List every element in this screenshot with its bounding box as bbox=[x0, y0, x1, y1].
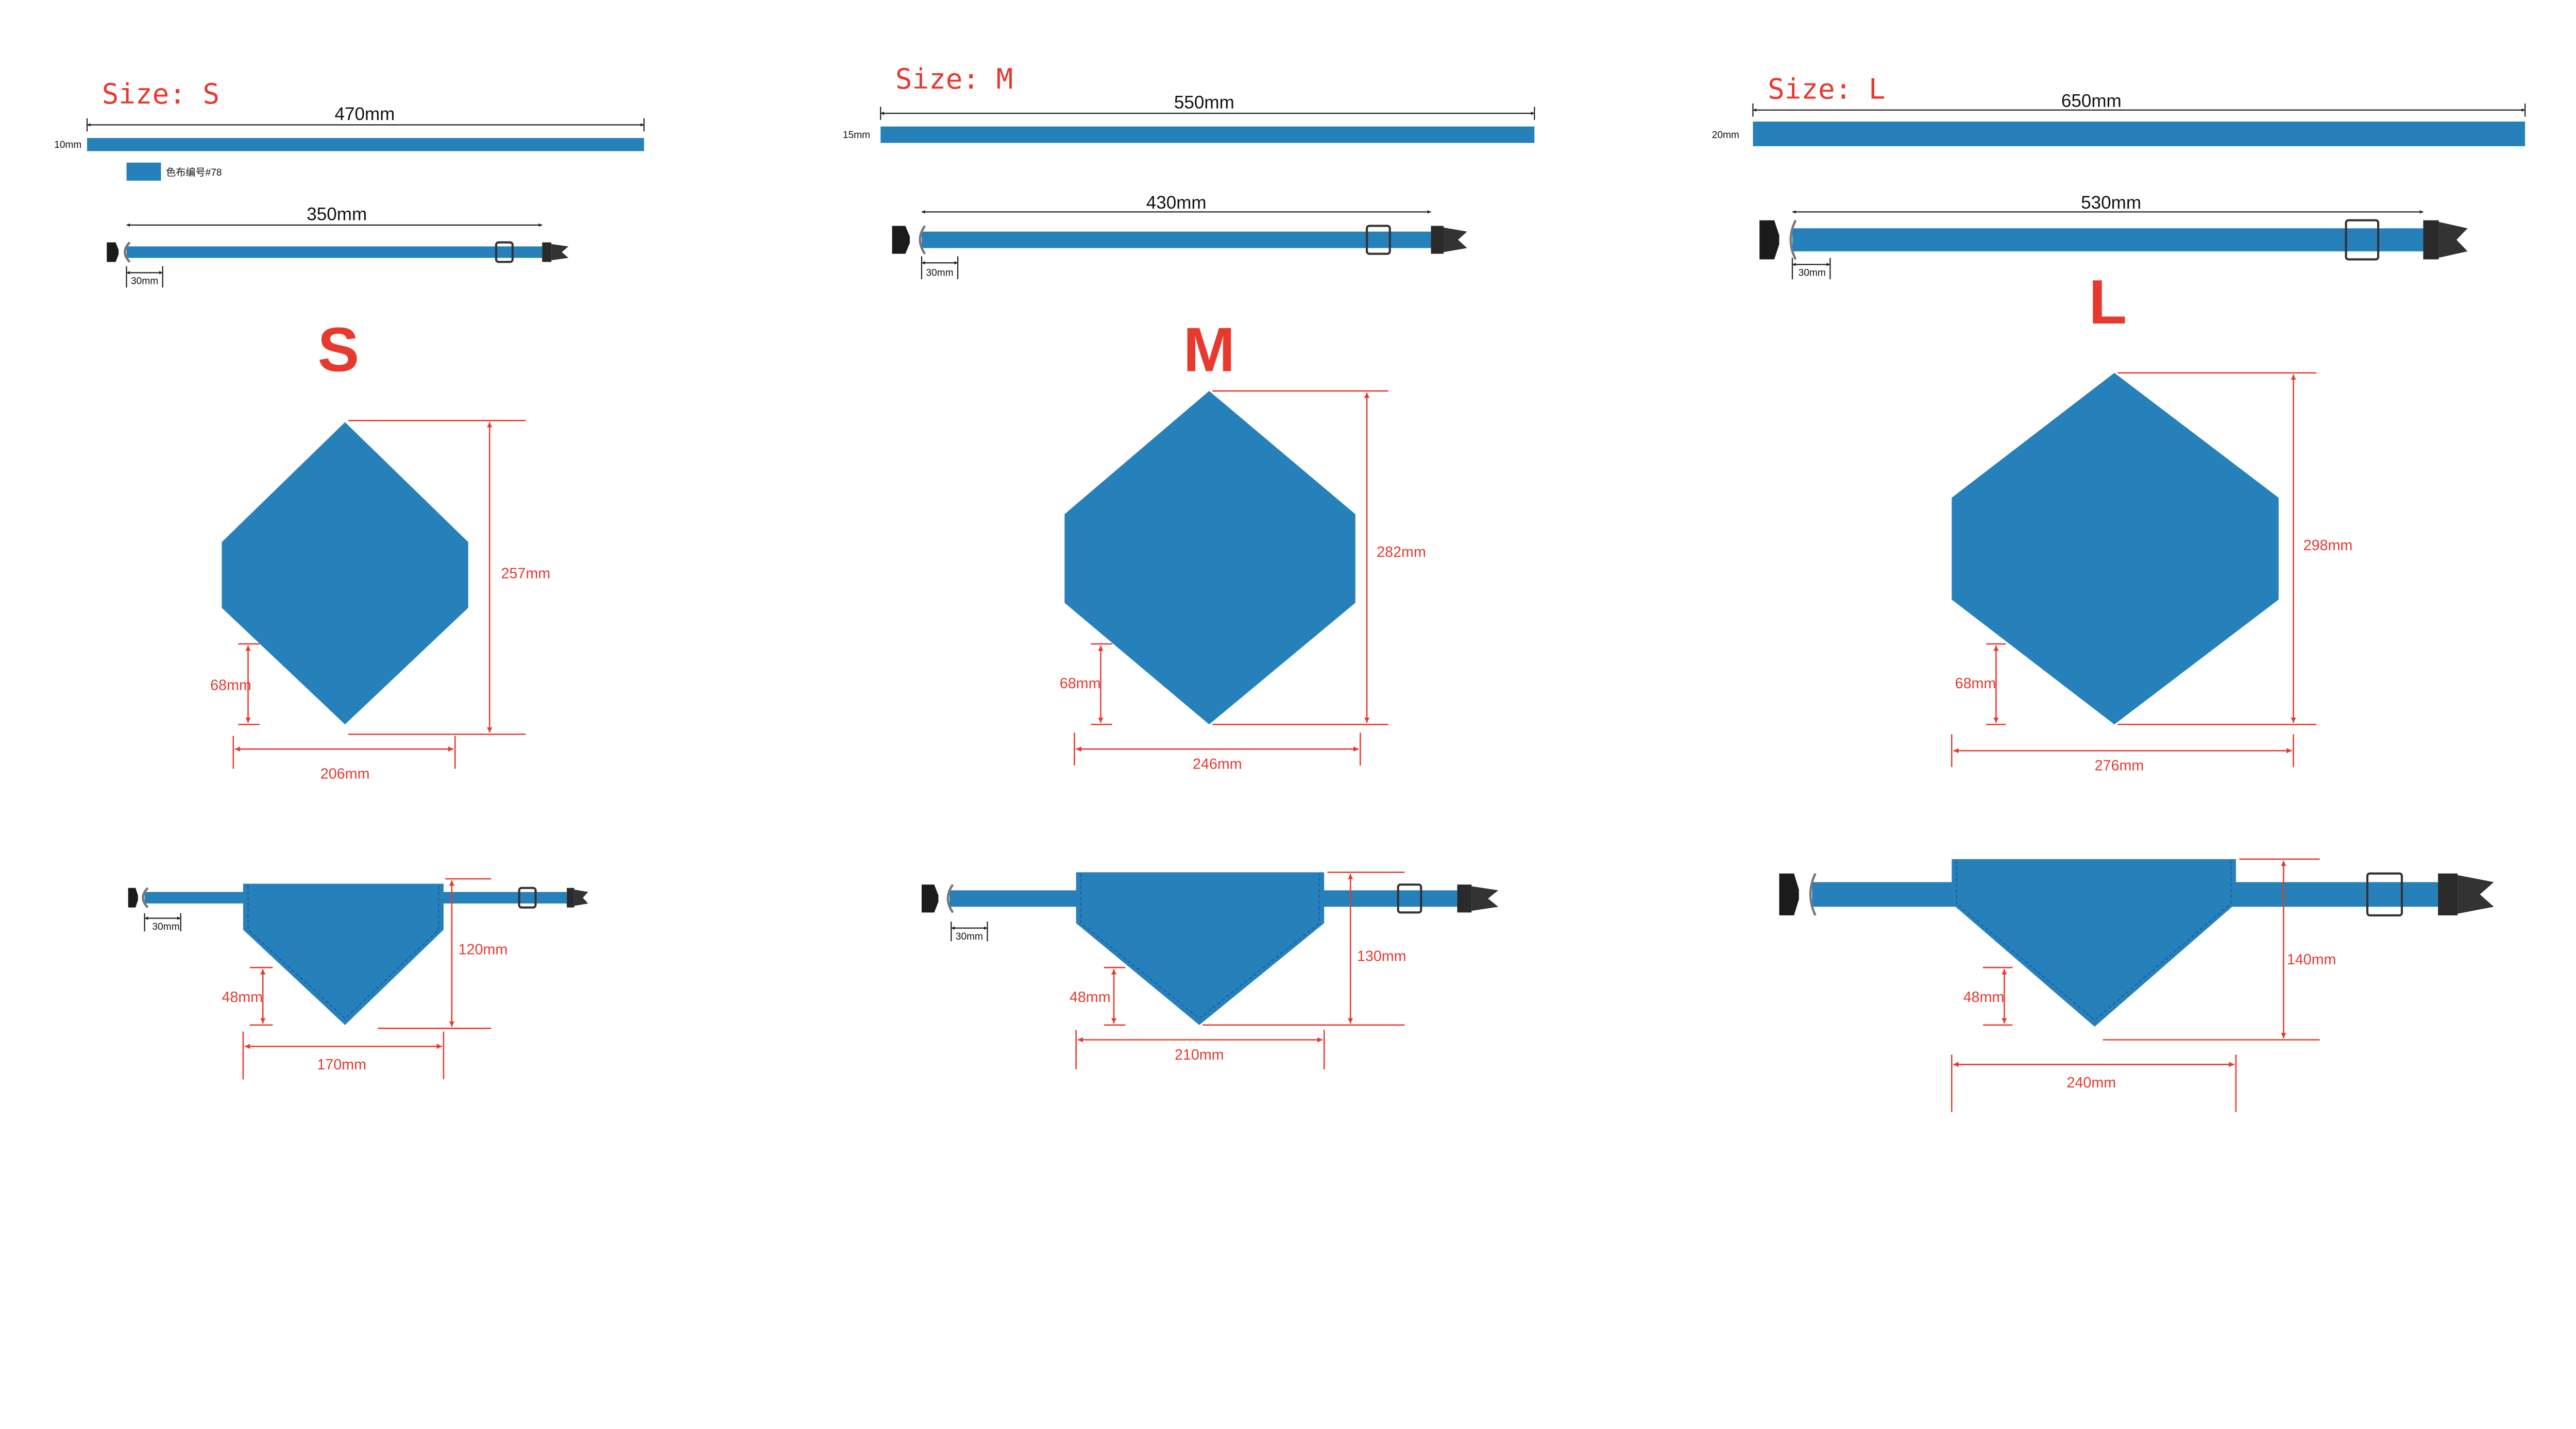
buckle-female-icon bbox=[921, 884, 939, 913]
size-s-title: Size: S bbox=[102, 78, 219, 110]
buckle-male-icon bbox=[1457, 884, 1472, 913]
bandana-height-label: 257mm bbox=[501, 565, 551, 582]
size-letter: L bbox=[2089, 267, 2127, 337]
worn-height-label: 120mm bbox=[459, 942, 508, 958]
buckle-female-icon bbox=[107, 242, 119, 262]
buckle-male-icon bbox=[1431, 226, 1444, 254]
collar-strap bbox=[1792, 228, 2424, 251]
buckle-female-icon bbox=[892, 226, 910, 254]
strap-width-label: 15mm bbox=[843, 130, 870, 141]
worn-point-height-label: 48mm bbox=[222, 989, 263, 1006]
d-ring-icon bbox=[946, 883, 954, 913]
worn-height-label: 130mm bbox=[1357, 948, 1406, 964]
bandana-flat bbox=[1952, 372, 2279, 725]
d-ring-icon bbox=[142, 887, 149, 909]
bandana-flat bbox=[1064, 390, 1355, 725]
buckle-prongs-icon bbox=[2458, 875, 2494, 914]
strap bbox=[1753, 121, 2526, 146]
slider-buckle-icon bbox=[495, 241, 514, 263]
slider-buckle-icon bbox=[2345, 219, 2380, 261]
collar-length-label: 530mm bbox=[2081, 193, 2141, 213]
buckle-male-icon bbox=[2423, 220, 2439, 260]
buckle-male-icon bbox=[2438, 873, 2458, 915]
swatch-label: 色布编号#78 bbox=[166, 167, 222, 178]
size-m-title: Size: M bbox=[895, 63, 1013, 95]
strap bbox=[87, 138, 645, 151]
slider-buckle-icon bbox=[1365, 225, 1391, 255]
worn-width-label: 210mm bbox=[1175, 1047, 1224, 1063]
buckle-female-icon bbox=[1759, 220, 1780, 260]
size-l-panel: Size: L 650mm 20mm 530mm 30mm L 298mm 68… bbox=[1712, 73, 2526, 1112]
size-l-title: Size: L bbox=[1768, 73, 1885, 105]
bandana-worn bbox=[1952, 859, 2236, 1027]
buckle-female-icon bbox=[128, 888, 138, 908]
size-chart-canvas: Size: S 470mm 10mm 色布编号#78 350mm 30mm S … bbox=[54, 63, 2526, 1112]
collar bbox=[892, 225, 1467, 255]
buckle-prongs-icon bbox=[551, 244, 569, 261]
strap-width-label: 20mm bbox=[1712, 130, 1739, 141]
strap-length-label: 470mm bbox=[334, 104, 395, 124]
strap-width-label: 10mm bbox=[54, 140, 81, 150]
buckle-prongs-icon bbox=[574, 889, 588, 906]
size-letter: S bbox=[317, 315, 359, 385]
size-s-panel: Size: S 470mm 10mm 色布编号#78 350mm 30mm S … bbox=[54, 78, 645, 1080]
point-height-label: 68mm bbox=[1955, 675, 1996, 692]
buckle-prongs-icon bbox=[1443, 227, 1467, 252]
bandana-worn bbox=[243, 883, 444, 1025]
size-letter: M bbox=[1183, 315, 1235, 385]
hardware-width-label: 30mm bbox=[131, 276, 158, 287]
buckle-female-icon bbox=[1779, 873, 1799, 915]
strap bbox=[880, 126, 1535, 143]
buckle-male-icon bbox=[542, 242, 552, 262]
point-height-label: 68mm bbox=[1060, 675, 1101, 692]
strap-length-label: 650mm bbox=[2061, 91, 2122, 111]
d-ring-icon bbox=[124, 241, 131, 263]
worn-hardware-width-label: 30mm bbox=[956, 931, 983, 942]
point-height-label: 68mm bbox=[210, 677, 251, 693]
bandana-width-label: 276mm bbox=[2095, 758, 2144, 774]
fabric-swatch bbox=[126, 162, 161, 181]
worn-width-label: 240mm bbox=[2066, 1075, 2116, 1091]
collar-length-label: 350mm bbox=[307, 204, 367, 224]
worn-point-height-label: 48mm bbox=[1070, 989, 1111, 1006]
bandana-flat bbox=[222, 422, 468, 725]
worn-point-height-label: 48mm bbox=[1963, 989, 2005, 1006]
collar-strap bbox=[921, 231, 1431, 248]
d-ring-icon bbox=[919, 225, 926, 254]
bandana-height-label: 282mm bbox=[1377, 544, 1426, 560]
hardware-width-label: 30mm bbox=[926, 268, 953, 279]
worn-hardware-width-label: 30mm bbox=[152, 922, 180, 932]
buckle-prongs-icon bbox=[1471, 886, 1499, 911]
collar-length-label: 430mm bbox=[1146, 193, 1207, 213]
hardware-width-label: 30mm bbox=[1799, 268, 1826, 279]
worn-height-label: 140mm bbox=[2287, 951, 2336, 968]
bandana-height-label: 298mm bbox=[2303, 537, 2353, 554]
buckle-male-icon bbox=[567, 888, 574, 908]
strap-length-label: 550mm bbox=[1174, 92, 1234, 112]
worn-width-label: 170mm bbox=[317, 1057, 366, 1073]
bandana-width-label: 206mm bbox=[320, 765, 370, 782]
slider-buckle-icon bbox=[1397, 883, 1422, 914]
bandana-width-label: 246mm bbox=[1193, 756, 1242, 772]
slider-buckle-icon bbox=[2366, 872, 2403, 917]
buckle-prongs-icon bbox=[2438, 222, 2468, 258]
bandana-worn bbox=[1076, 872, 1325, 1025]
d-ring-icon bbox=[1809, 873, 1817, 916]
slider-buckle-icon bbox=[518, 887, 537, 909]
collar bbox=[1759, 219, 2468, 261]
collar bbox=[107, 241, 569, 263]
d-ring-icon bbox=[1789, 219, 1797, 260]
size-m-panel: Size: M 550mm 15mm 430mm 30mm M 282mm 68… bbox=[843, 63, 1535, 1069]
collar-strap bbox=[126, 246, 543, 258]
